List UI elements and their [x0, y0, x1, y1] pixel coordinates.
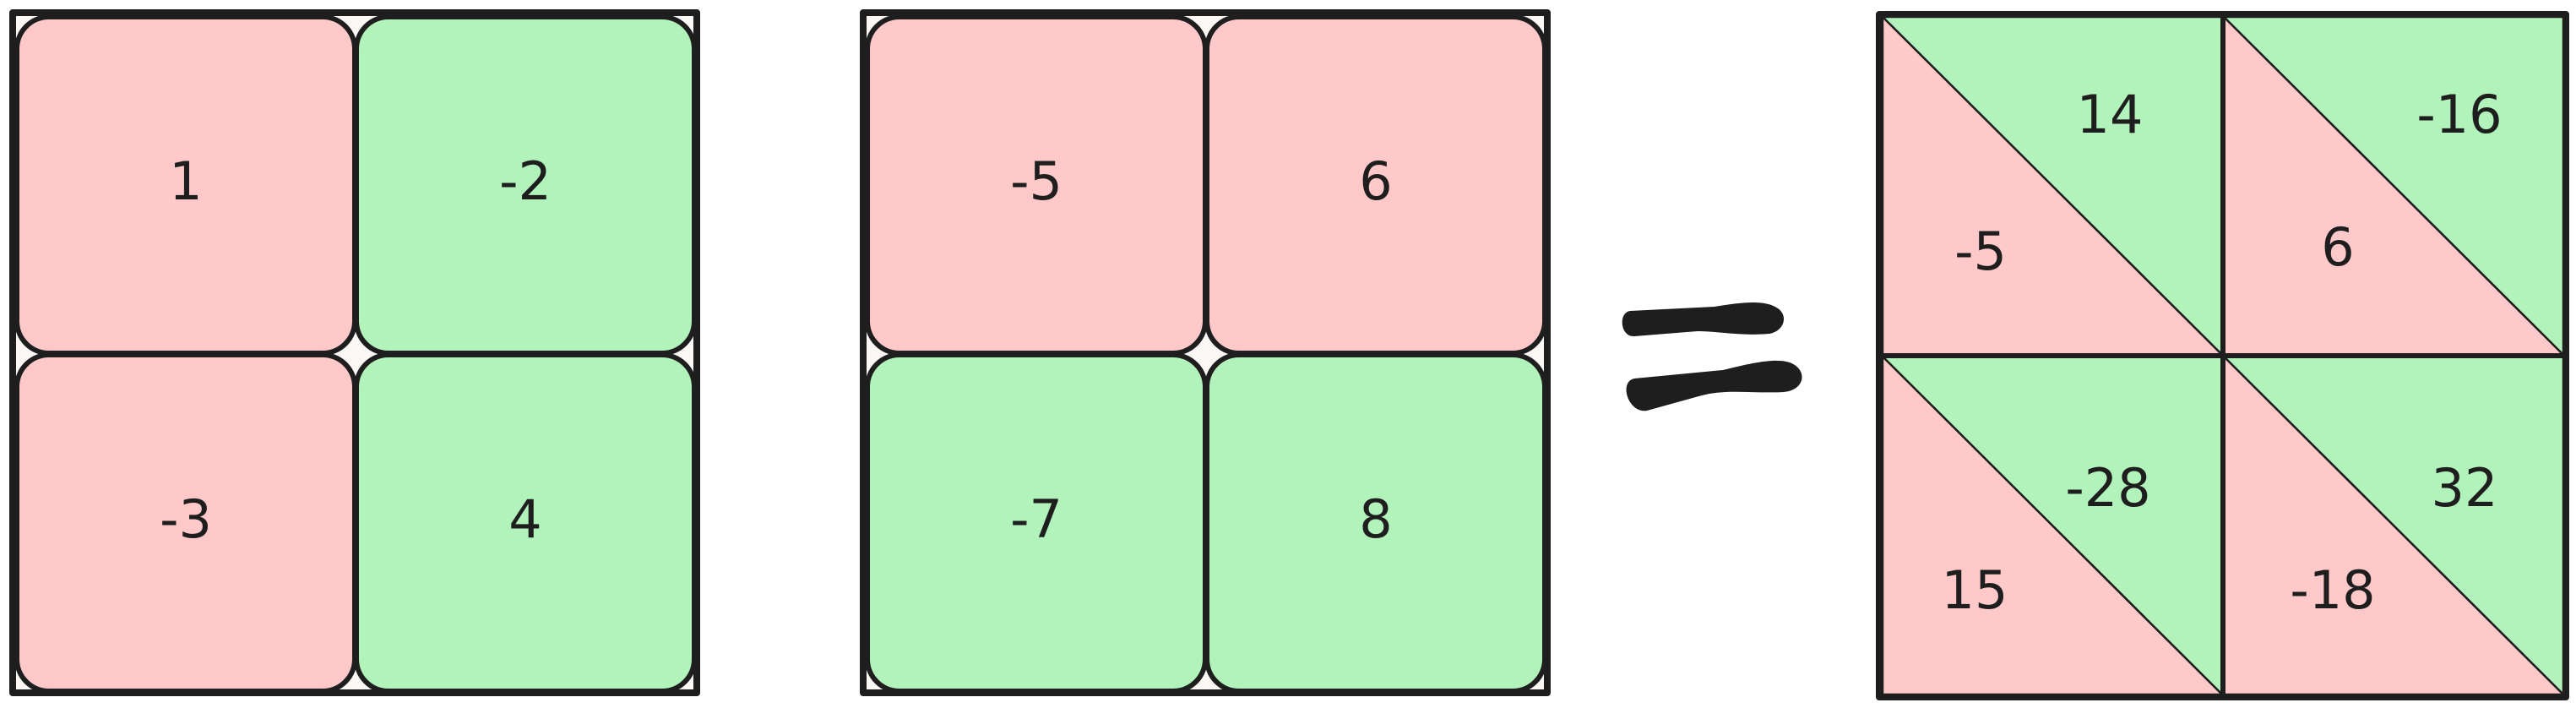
matrix-a-value-3: -3 [160, 488, 212, 550]
equals-sign [1622, 302, 1802, 411]
result-cell-2-upper-value: -16 [2416, 84, 2502, 145]
result-cell-2: -16 6 [2220, 14, 2567, 358]
matrix-b-value-4: 8 [1359, 488, 1392, 550]
matrix-b: -5 6 -7 8 [860, 9, 1551, 696]
equals-top-stroke [1622, 302, 1785, 337]
matrix-a-value-2: -2 [499, 150, 552, 212]
result-cell-4-lower-value: -18 [2290, 559, 2375, 621]
result-cell-3-upper-value: -28 [2065, 457, 2150, 519]
result-cell-3: -28 15 [1879, 353, 2225, 698]
result-cell-4-upper-value: 32 [2432, 457, 2498, 519]
matrix-b-value-1: -5 [1010, 150, 1062, 212]
matrix-b-value-3: -7 [1010, 488, 1062, 550]
result-cell-3-lower-value: 15 [1942, 559, 2008, 621]
result-cell-1-upper-value: 14 [2077, 84, 2144, 145]
result-cell-4: 32 -18 [2220, 353, 2567, 698]
matrix-a-frame [9, 9, 700, 696]
matrix-a-value-4: 4 [508, 488, 541, 550]
matrix-a-value-1: 1 [169, 150, 202, 212]
result-cell-2-lower-value: 6 [2321, 216, 2354, 278]
result-matrix: 14 -5 -16 6 -28 15 32 -18 [1876, 11, 2569, 700]
result-cell-1-lower-value: -5 [1954, 221, 2007, 282]
equals-bottom-stroke [1626, 360, 1802, 411]
matrix-b-value-2: 6 [1359, 150, 1392, 212]
matrix-a: 1 -2 -3 4 [9, 9, 700, 696]
result-cell-1: 14 -5 [1879, 14, 2225, 358]
matrix-b-frame [860, 9, 1551, 696]
